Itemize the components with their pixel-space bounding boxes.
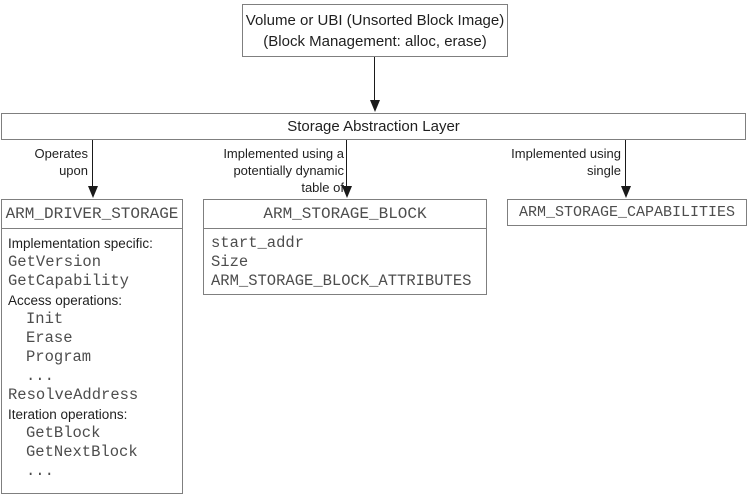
arrowhead-icon bbox=[621, 186, 631, 198]
member-row: GetCapability bbox=[8, 272, 129, 290]
storage-abstraction-layer-title: Storage Abstraction Layer bbox=[287, 118, 460, 135]
storage-abstraction-layer-box: Storage Abstraction Layer bbox=[1, 113, 746, 140]
member-row: GetVersion bbox=[8, 253, 102, 271]
arm-storage-capabilities-box: ARM_STORAGE_CAPABILITIES bbox=[507, 199, 747, 226]
arrowhead-icon bbox=[370, 100, 380, 112]
connector-abstraction-to-capabilities bbox=[625, 140, 626, 187]
connector-abstraction-to-driver bbox=[92, 140, 93, 187]
arm-storage-block-members: start_addr Size ARM_STORAGE_BLOCK_ATTRIB… bbox=[204, 229, 486, 291]
edge-label-line: Implemented using bbox=[511, 146, 621, 161]
edge-label-line: potentially dynamic bbox=[233, 163, 344, 178]
edge-label-line: Implemented using a bbox=[223, 146, 344, 161]
member-row: Iteration operations: bbox=[8, 407, 128, 422]
connector-volume-to-abstraction bbox=[374, 57, 375, 101]
member-row: ARM_STORAGE_BLOCK_ATTRIBUTES bbox=[211, 272, 472, 290]
member-row: Implementation specific: bbox=[8, 236, 153, 251]
member-row: ResolveAddress bbox=[8, 386, 139, 404]
arm-storage-block-title: ARM_STORAGE_BLOCK bbox=[204, 200, 486, 229]
arm-driver-storage-title: ARM_DRIVER_STORAGE bbox=[2, 200, 182, 229]
volume-ubi-line2: (Block Management: alloc, erase) bbox=[263, 32, 487, 50]
member-row: start_addr bbox=[211, 234, 305, 252]
arm-storage-block-box: ARM_STORAGE_BLOCK start_addr Size ARM_ST… bbox=[203, 199, 487, 295]
arrowhead-icon bbox=[342, 186, 352, 198]
member-row: GetNextBlock bbox=[26, 443, 138, 461]
edge-label-line: upon bbox=[59, 163, 88, 178]
volume-ubi-line1: Volume or UBI (Unsorted Block Image) bbox=[245, 11, 505, 29]
edge-label-operates-upon: Operates upon bbox=[35, 145, 88, 179]
edge-label-line: table of bbox=[301, 180, 344, 195]
member-row: Init bbox=[26, 310, 64, 328]
arm-driver-storage-members: Implementation specific: GetVersion GetC… bbox=[2, 229, 182, 481]
member-row: Erase bbox=[26, 329, 73, 347]
edge-label-implemented-single: Implemented using single bbox=[511, 145, 621, 179]
edge-label-dynamic-table: Implemented using a potentially dynamic … bbox=[223, 145, 344, 196]
connector-abstraction-to-block bbox=[346, 140, 347, 187]
arrowhead-icon bbox=[88, 186, 98, 198]
volume-ubi-box: Volume or UBI (Unsorted Block Image) (Bl… bbox=[242, 4, 508, 57]
member-row: GetBlock bbox=[26, 424, 101, 442]
member-row: Program bbox=[26, 348, 92, 366]
arm-driver-storage-box: ARM_DRIVER_STORAGE Implementation specif… bbox=[1, 199, 183, 494]
edge-label-line: single bbox=[587, 163, 621, 178]
arm-storage-capabilities-title: ARM_STORAGE_CAPABILITIES bbox=[518, 204, 736, 221]
edge-label-line: Operates bbox=[34, 146, 88, 161]
member-row: ... bbox=[26, 462, 54, 480]
member-row: Size bbox=[211, 253, 249, 271]
member-row: Access operations: bbox=[8, 293, 123, 308]
member-row: ... bbox=[26, 367, 54, 385]
